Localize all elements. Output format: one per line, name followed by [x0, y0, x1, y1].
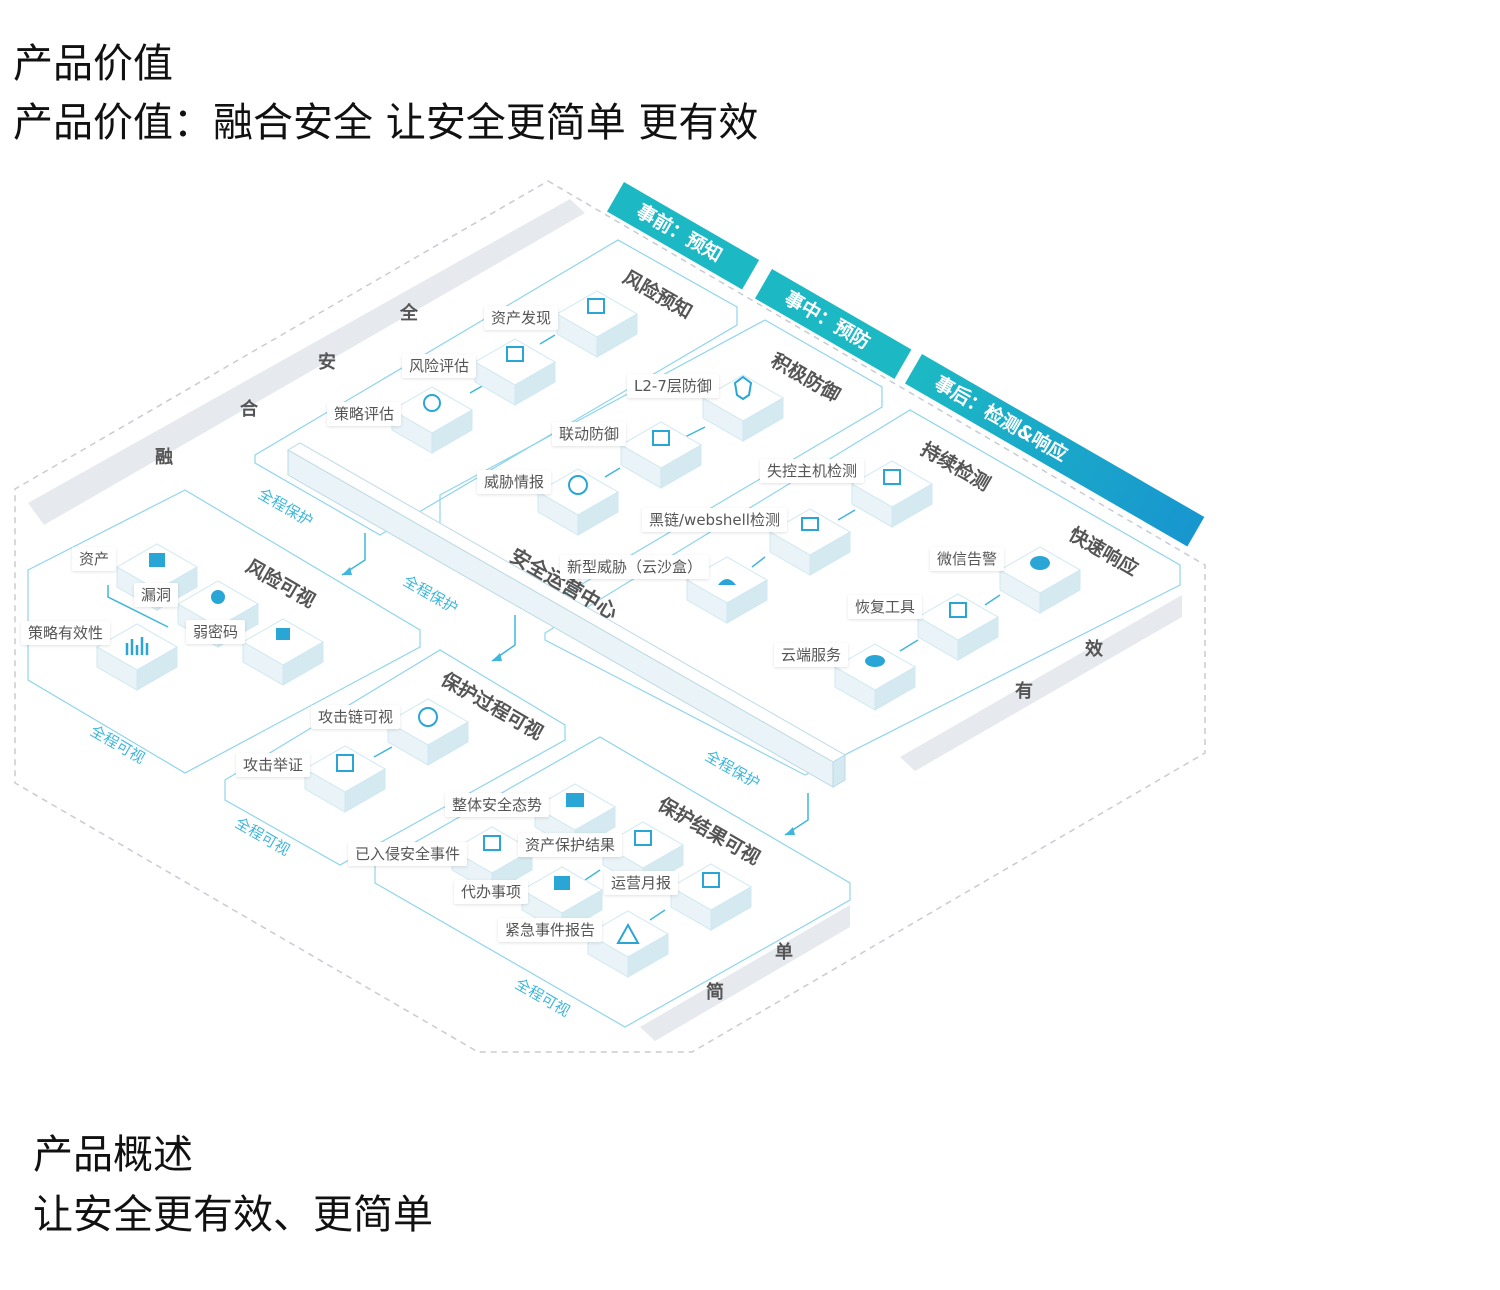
cube-wechat [999, 546, 1081, 620]
effective-char-1: 有 [1015, 681, 1033, 702]
product-overview-subtitle: 让安全更有效、更简单 [33, 1192, 433, 1238]
cube-l27 [702, 374, 784, 448]
label-new-threat: 新型威胁（云沙盒） [560, 555, 710, 579]
label-monthly-report: 运营月报 [604, 871, 679, 895]
cube-asset-discovery [556, 290, 638, 364]
cube-new-threat [686, 556, 768, 630]
cube-weak-password [242, 618, 324, 692]
cube-blackchain [769, 508, 851, 582]
simple-strip [640, 905, 850, 1041]
cube-asset-protection [602, 821, 684, 895]
zone-process-visible [224, 649, 566, 866]
label-overall-posture: 整体安全态势 [445, 793, 550, 817]
label-weak-password: 弱密码 [186, 620, 246, 644]
label-lost-host: 失控主机检测 [760, 459, 865, 483]
label-asset-protection-result: 资产保护结果 [518, 833, 623, 857]
cube-threat-intel [537, 468, 619, 542]
cube-overall-posture [534, 783, 616, 857]
cube-intruded [451, 826, 533, 900]
label-todo-items: 代办事项 [454, 880, 529, 904]
cube-attack-evidence [304, 745, 386, 819]
security-architecture-diagram: 事前：预知 事中：预防 事后：检测&响应 风险预知 积极防御 持续检测 快速响应… [0, 165, 1220, 1065]
label-vulnerability: 漏洞 [134, 583, 179, 607]
label-intruded-events: 已入侵安全事件 [348, 842, 468, 866]
effective-char-2: 效 [1085, 639, 1103, 660]
label-linked-defense: 联动防御 [552, 422, 627, 446]
fusion-char-4: 全 [400, 303, 418, 324]
zone-detection-response [544, 409, 1181, 776]
label-recovery-tool: 恢复工具 [848, 595, 923, 619]
label-attack-evidence: 攻击举证 [236, 753, 311, 777]
label-risk-assessment: 风险评估 [402, 354, 477, 378]
label-policy-assessment: 策略评估 [327, 402, 402, 426]
label-cloud-service: 云端服务 [774, 643, 849, 667]
label-attack-chain: 攻击链可视 [311, 705, 401, 729]
cube-policy-effectiveness [96, 623, 178, 697]
label-asset-discovery: 资产发现 [484, 306, 559, 330]
label-wechat-alert: 微信告警 [930, 547, 1005, 571]
center-bar [287, 442, 846, 788]
cube-lost-host [851, 460, 933, 534]
zone-risk-forecast [254, 239, 738, 536]
cube-emergency [587, 910, 669, 984]
simple-char-2: 单 [775, 942, 793, 963]
fusion-strip [28, 199, 585, 525]
cube-todo [521, 866, 603, 940]
simple-char-1: 简 [706, 982, 724, 1003]
cube-policy-assessment [391, 386, 473, 460]
fusion-char-2: 合 [240, 399, 258, 420]
fusion-char-3: 安 [318, 352, 336, 373]
label-policy-effectiveness: 策略有效性 [21, 621, 111, 645]
zone-result-visible [374, 736, 851, 1028]
outer-boundary [14, 180, 1206, 1053]
label-threat-intel: 威胁情报 [477, 470, 552, 494]
product-value-title: 产品价值 [13, 41, 173, 87]
diagram-canvas [14, 180, 1206, 1053]
cube-cloud [834, 643, 916, 717]
product-value-subtitle: 产品价值：融合安全 让安全更简单 更有效 [13, 100, 759, 146]
cube-linked-defense [620, 421, 702, 495]
arrowheads [342, 567, 795, 835]
cube-recovery [917, 593, 999, 667]
cube-attack-chain [387, 698, 469, 772]
label-l27-defense: L2-7层防御 [627, 374, 719, 398]
label-assets: 资产 [72, 547, 117, 571]
cube-monthly [670, 863, 752, 937]
cube-vulnerability [177, 580, 259, 654]
product-overview-title: 产品概述 [33, 1132, 193, 1178]
label-emergency-report: 紧急事件报告 [498, 918, 603, 942]
label-blackchain: 黑链/webshell检测 [642, 508, 787, 532]
zone-risk-visible [27, 489, 421, 774]
cube-assets [116, 543, 198, 617]
effective-strip [900, 595, 1182, 771]
fusion-char-1: 融 [155, 447, 173, 468]
cube-risk-assessment [474, 338, 556, 412]
